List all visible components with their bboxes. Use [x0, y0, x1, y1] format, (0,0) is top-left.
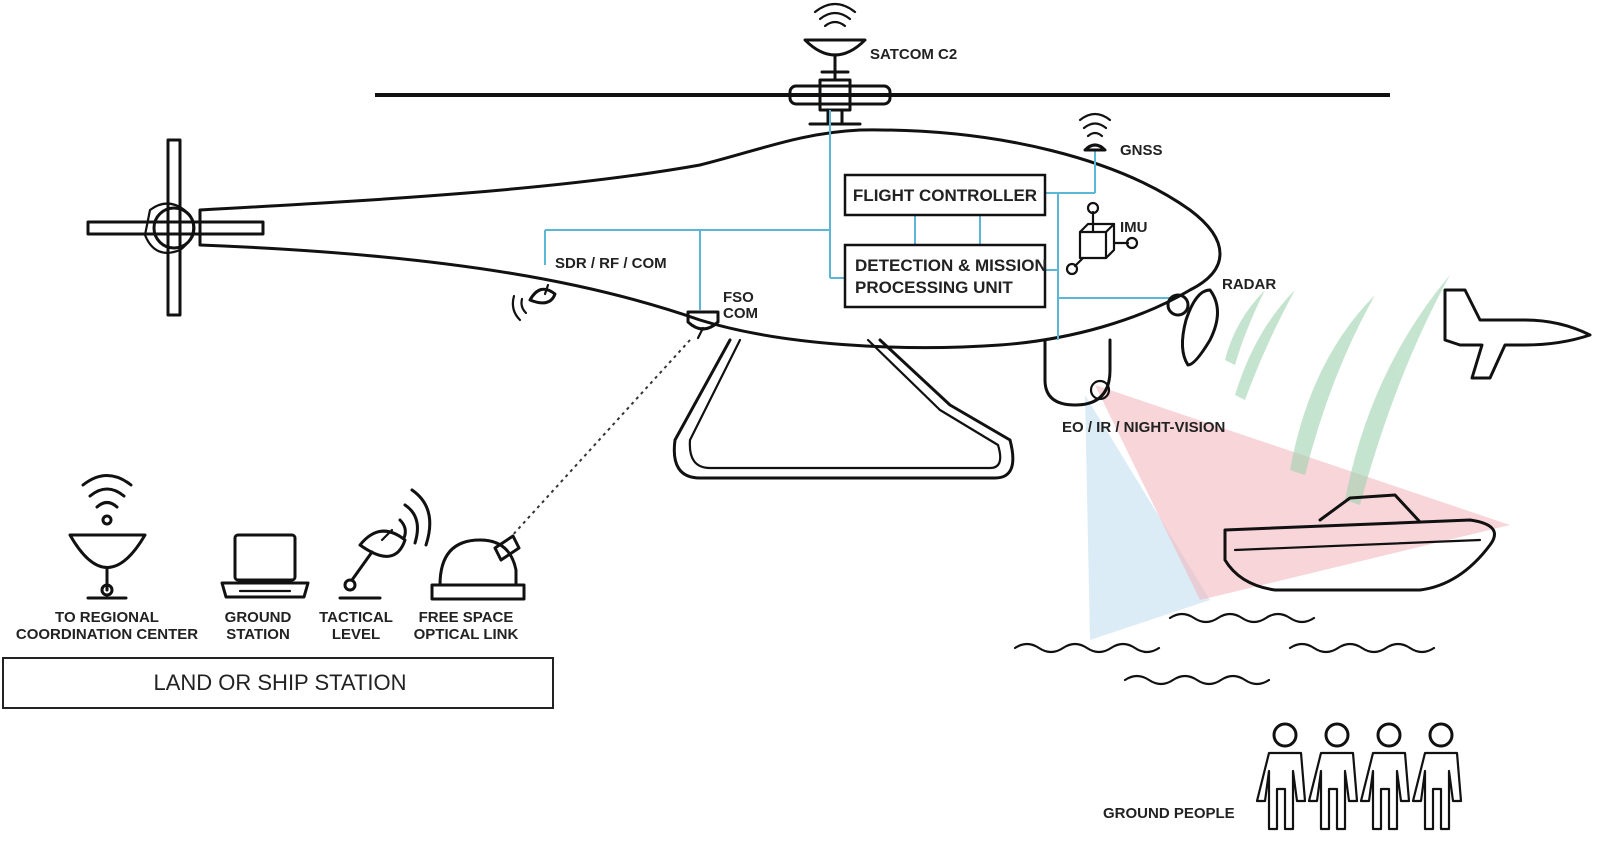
flight-controller-label: FLIGHT CONTROLLER: [853, 186, 1037, 205]
internal-wiring: [544, 110, 1170, 340]
sdr-label: SDR / RF / COM: [555, 255, 667, 272]
tail-rotor: [86, 138, 265, 317]
rotor-hub: [788, 58, 892, 126]
landing-skids: [672, 338, 1015, 480]
station-title: LAND OR SHIP STATION: [153, 670, 406, 695]
person-icon: [1255, 722, 1307, 831]
water-waves: [1013, 612, 1436, 686]
detection-unit-box: [843, 243, 1047, 309]
station-item-4-line2: OPTICAL LINK: [414, 626, 519, 643]
imu-label: IMU: [1120, 219, 1148, 236]
tactical-antenna-icon: [338, 488, 432, 600]
boat-icon: [1223, 493, 1496, 592]
radar-waves: [1225, 275, 1450, 505]
station-item-1-line1: TO REGIONAL: [55, 609, 159, 626]
flight-controller-box: [843, 173, 1047, 217]
station-item-1-line2: COORDINATION CENTER: [16, 626, 198, 643]
station-item-3-line1: TACTICAL: [319, 609, 393, 626]
eo-ir-beam-red: [1095, 385, 1510, 600]
eo-ir-label: EO / IR / NIGHT-VISION: [1062, 419, 1225, 436]
gnss-label: GNSS: [1120, 142, 1163, 159]
optical-telescope-icon: [430, 534, 526, 601]
sdr-antenna-icon: [511, 283, 557, 322]
satcom-label: SATCOM C2: [870, 46, 957, 63]
fso-turret-icon: [686, 310, 720, 340]
ground-people-label: GROUND PEOPLE: [1103, 805, 1235, 822]
laptop-icon: [220, 533, 310, 599]
station-item-2-line2: STATION: [226, 626, 290, 643]
airplane-icon: [1443, 288, 1592, 380]
person-icon: [1411, 722, 1463, 831]
eo-ir-beam-blue: [1085, 395, 1210, 640]
radar-dish-icon: [1166, 288, 1219, 367]
person-icon: [1307, 722, 1359, 831]
optical-link-beam: [509, 339, 691, 539]
ground-people-group: [1255, 722, 1463, 831]
satcom-dish-icon: [803, 2, 867, 64]
detection-label-line1: DETECTION & MISSION: [855, 256, 1047, 275]
station-item-4-line1: FREE SPACE: [419, 609, 514, 626]
person-icon: [1359, 722, 1411, 831]
radar-label: RADAR: [1222, 276, 1276, 293]
fso-label-line2: COM: [723, 305, 758, 322]
imu-cube-icon: [1065, 201, 1139, 276]
eo-ir-camera-icon: [1043, 338, 1112, 407]
station-item-3-line2: LEVEL: [332, 626, 380, 643]
fso-label-line1: FSO: [723, 289, 754, 306]
station-item-2-line1: GROUND: [225, 609, 292, 626]
detection-label-line2: PROCESSING UNIT: [855, 278, 1013, 297]
gnss-antenna-icon: [1078, 112, 1112, 152]
helicopter-fuselage: [198, 128, 1222, 350]
station-box: [2, 657, 554, 709]
satellite-dish-icon: [68, 474, 147, 600]
